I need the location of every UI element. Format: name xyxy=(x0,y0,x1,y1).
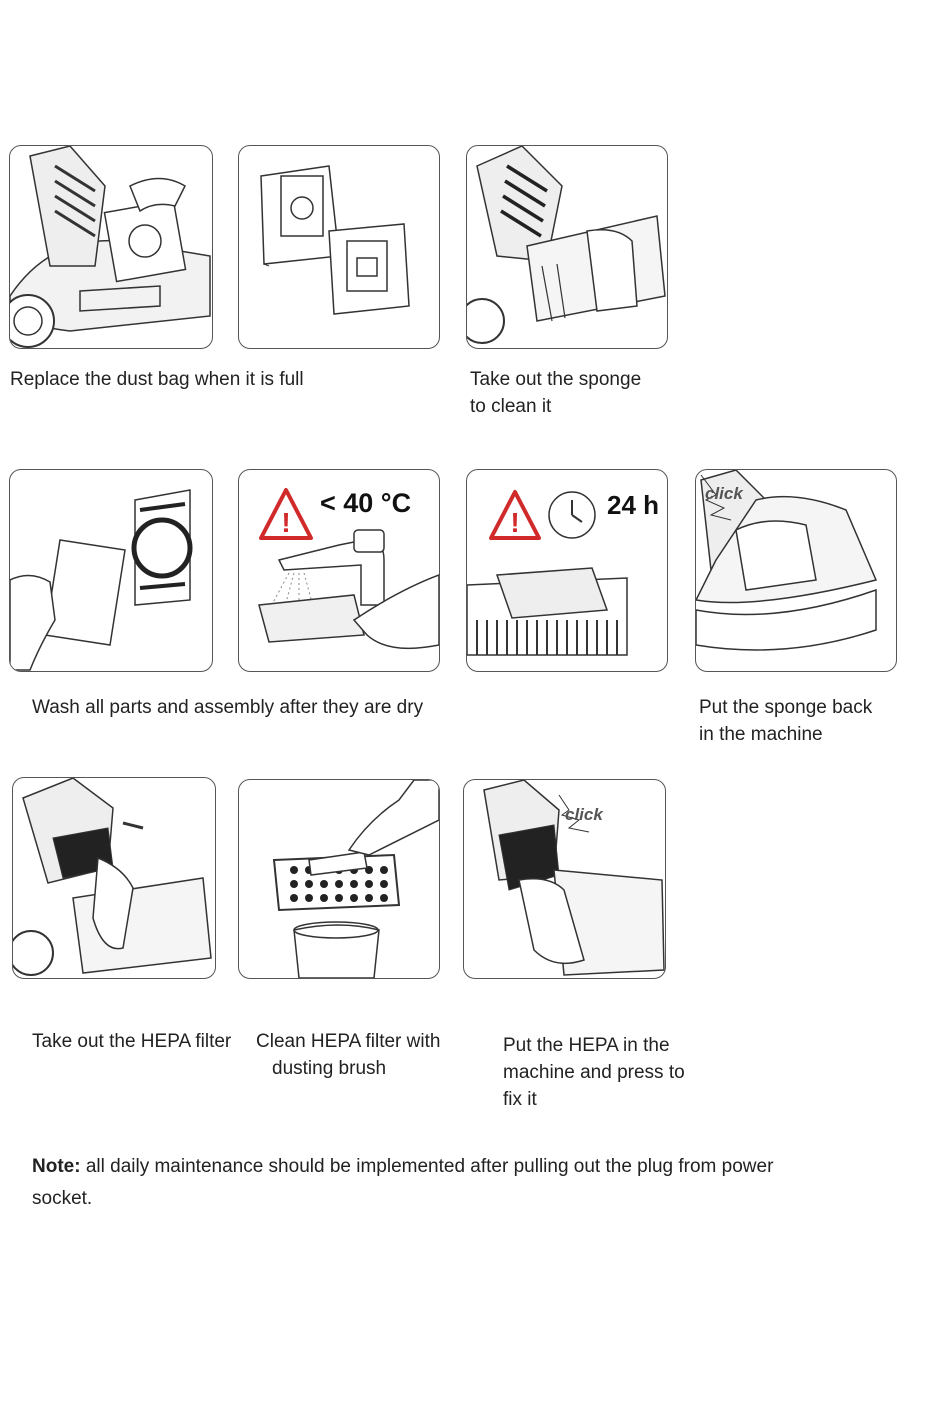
caption-put-hepa-2: machine and press to xyxy=(503,1062,685,1083)
caption-take-out-sponge-2: to clean it xyxy=(470,396,552,417)
note-text: all daily maintenance should be implemen… xyxy=(32,1156,774,1209)
caption-put-hepa-1: Put the HEPA in the xyxy=(503,1035,670,1056)
svg-text:!: ! xyxy=(510,507,519,538)
illustration-dust-bags xyxy=(238,145,440,349)
caption-replace-dust-bag: Replace the dust bag when it is full xyxy=(10,369,304,390)
drying-time-label: 24 h xyxy=(607,490,660,520)
caption-put-hepa-3: fix it xyxy=(503,1089,537,1110)
illustration-remove-sponge xyxy=(466,145,668,349)
illustration-put-hepa-click xyxy=(463,779,666,979)
click-label-sponge: click xyxy=(705,484,743,503)
caption-take-out-hepa: Take out the HEPA filter xyxy=(32,1031,232,1052)
sponge-filter-drawing xyxy=(10,489,193,671)
warning-icon xyxy=(259,488,313,540)
click-label-hepa: click xyxy=(565,805,603,824)
take-out-hepa-drawing xyxy=(13,778,212,976)
caption-clean-hepa-1: Clean HEPA filter with xyxy=(256,1031,441,1052)
maintenance-note: Note: all daily maintenance should be im… xyxy=(32,1151,792,1215)
warning-icon xyxy=(489,490,541,540)
clean-hepa-brush-drawing xyxy=(272,780,439,978)
remove-sponge-drawing xyxy=(467,146,666,344)
dust-bags-drawing xyxy=(260,165,410,315)
sponge-back-drawing xyxy=(696,470,878,651)
vacuum-open-lid-drawing xyxy=(10,146,211,348)
dry-24h-drawing: ! xyxy=(467,490,628,656)
caption-wash-parts: Wash all parts and assembly after they a… xyxy=(32,697,424,718)
caption-clean-hepa-2: dusting brush xyxy=(272,1058,387,1079)
caption-take-out-sponge-1: Take out the sponge xyxy=(470,369,642,390)
svg-text:!: ! xyxy=(281,507,290,538)
illustration-wash-under-tap: ! xyxy=(238,469,440,672)
wash-under-tap-drawing: ! xyxy=(258,488,439,650)
temperature-label: < 40 °C xyxy=(320,488,412,518)
caption-sponge-back-1: Put the sponge back xyxy=(699,697,873,718)
note-label: Note: xyxy=(32,1156,81,1177)
illustration-sponge-filter-removed xyxy=(9,469,213,672)
illustration-open-lid-dust-bag xyxy=(9,145,213,349)
illustration-sponge-back-click xyxy=(695,469,897,672)
caption-sponge-back-2: in the machine xyxy=(699,724,823,745)
illustration-take-out-hepa xyxy=(12,777,216,979)
put-hepa-drawing xyxy=(483,780,665,976)
illustration-dry-24h: ! xyxy=(466,469,668,672)
illustration-clean-hepa-brush xyxy=(238,779,440,979)
